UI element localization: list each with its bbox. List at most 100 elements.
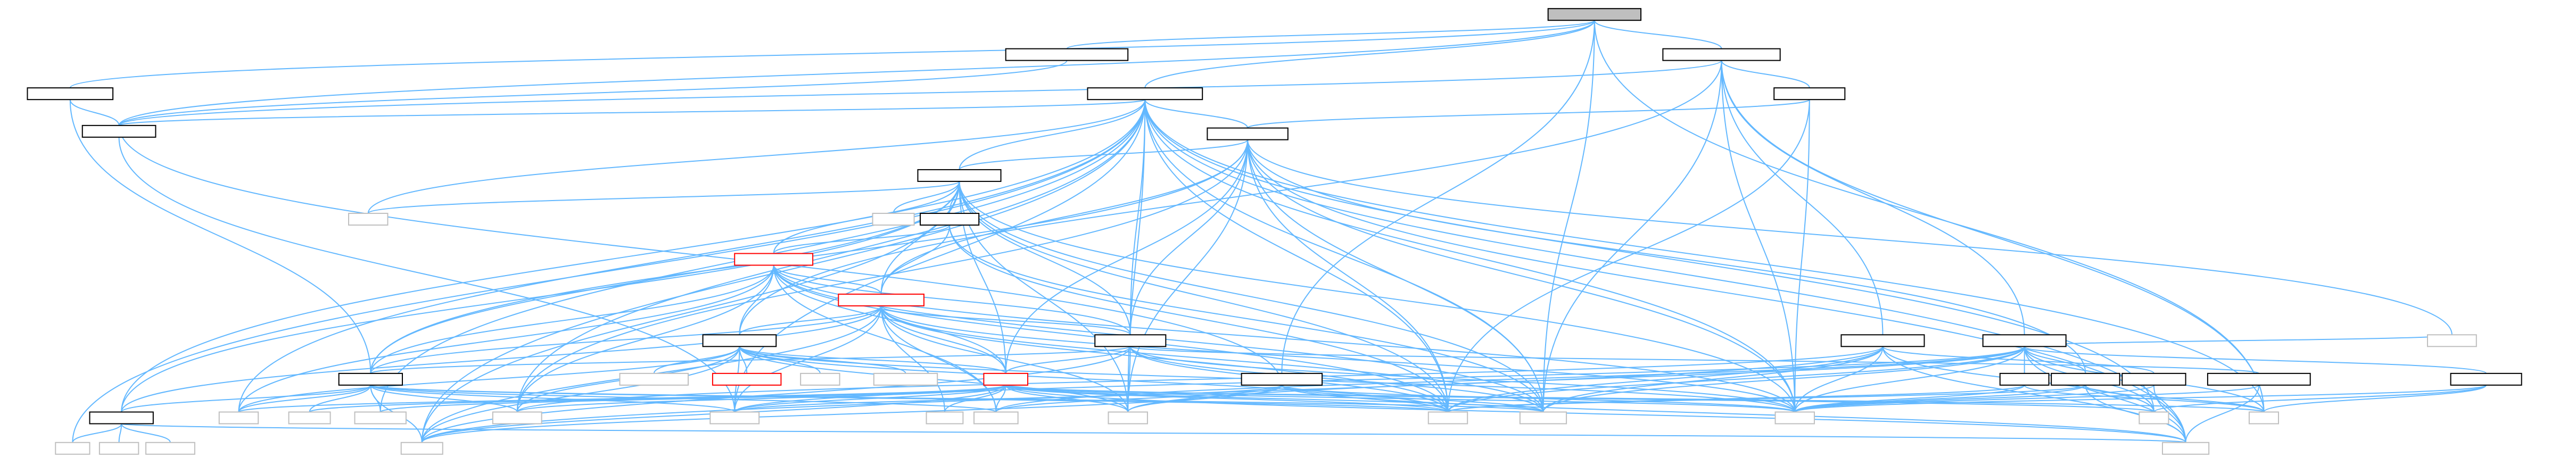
header-node-box [2426, 334, 2477, 347]
header-node [492, 411, 542, 425]
header-node-box [2248, 411, 2280, 425]
dependency-edge [69, 99, 120, 126]
header-node [2139, 411, 2169, 425]
header-node-box [2139, 411, 2169, 425]
dependency-edge [2153, 385, 2186, 443]
header-node[interactable] [1662, 48, 1781, 61]
header-node [709, 411, 760, 425]
header-node[interactable] [712, 372, 782, 386]
dependency-edge [1447, 384, 2086, 413]
dependency-edge [1794, 384, 2025, 413]
header-node[interactable] [1773, 87, 1846, 101]
dependency-edge [1721, 60, 1884, 335]
header-node[interactable] [1087, 87, 1203, 101]
dependency-edge [880, 225, 951, 294]
header-node[interactable] [1982, 334, 2067, 347]
header-node[interactable] [1840, 334, 1925, 347]
header-node[interactable] [920, 213, 980, 226]
header-node[interactable] [89, 411, 154, 425]
dependency-edge [370, 385, 518, 412]
header-node [348, 213, 389, 226]
header-node [2426, 334, 2477, 347]
header-node[interactable] [27, 87, 114, 101]
header-node-box [218, 411, 259, 425]
dependency-edge [1144, 99, 1796, 412]
dependency-edge [959, 181, 1544, 412]
header-node-box [1241, 372, 1323, 386]
header-node[interactable] [702, 334, 777, 347]
dependency-edge [1721, 60, 1810, 88]
dependency-edge [516, 384, 1006, 413]
header-node[interactable] [734, 253, 814, 266]
dependency-edge [1005, 346, 1131, 374]
dependency-edge [370, 346, 1131, 374]
header-node [872, 213, 915, 226]
header-node-box [1094, 334, 1167, 347]
header-node-box [1982, 334, 2067, 347]
dependency-edge [2085, 385, 2265, 412]
dependency-edge [1542, 346, 2025, 412]
header-node[interactable] [1241, 372, 1323, 386]
header-node-box [81, 124, 156, 138]
dependency-edge [516, 346, 1884, 413]
header-node-box [709, 411, 760, 425]
header-node-box [354, 411, 407, 425]
header-node [218, 411, 259, 425]
header-node[interactable] [2051, 372, 2120, 386]
dependency-edge [880, 305, 1006, 373]
dependency-edge [880, 139, 1249, 294]
dependency-edge [1127, 99, 1146, 412]
dependency-edge [72, 423, 122, 443]
header-node-box [338, 372, 403, 386]
dependency-edge [421, 99, 1146, 443]
header-node-box [1547, 8, 1642, 21]
header-node[interactable] [917, 169, 1002, 182]
header-node[interactable] [1094, 334, 1167, 347]
dependency-edge [118, 60, 1068, 126]
header-node[interactable] [2121, 372, 2186, 386]
header-node-box [838, 293, 924, 306]
header-node[interactable] [2450, 372, 2522, 386]
dependency-edge [1005, 139, 1249, 373]
header-node [1774, 411, 1815, 425]
dependency-edge [1144, 99, 2265, 412]
dependency-edge [1542, 346, 1884, 412]
header-node[interactable] [1547, 8, 1642, 21]
header-nodes [27, 8, 2522, 455]
header-node-box [1207, 127, 1289, 140]
header-node[interactable] [838, 293, 924, 306]
dependency-edge [880, 305, 1796, 412]
header-node[interactable] [2207, 372, 2311, 386]
header-node-box [973, 411, 1019, 425]
dependency-edge [2153, 384, 2487, 413]
header-node[interactable] [338, 372, 403, 386]
dependency-edge [118, 137, 736, 412]
dependency-edge [1281, 385, 2186, 443]
header-node-box [702, 334, 777, 347]
dependency-edge [893, 181, 960, 214]
header-node-box [89, 411, 154, 425]
dependency-edge [1129, 346, 1544, 412]
dependency-edge [238, 265, 774, 412]
dependency-edge [421, 346, 740, 443]
header-node-box [2051, 372, 2120, 386]
dependency-edge [118, 423, 122, 443]
dependency-edge [739, 265, 774, 335]
dependency-edge [773, 265, 882, 295]
dependency-edge [1247, 139, 2453, 335]
header-node-box [2207, 372, 2311, 386]
header-node[interactable] [1999, 372, 2050, 386]
dependency-edge [1144, 99, 1249, 128]
header-node[interactable] [1207, 127, 1289, 140]
dependency-edge [2024, 334, 2453, 347]
header-node [926, 411, 964, 425]
dependency-edge [1129, 139, 1249, 335]
dependency-edge [1005, 384, 2265, 413]
dependency-edge [309, 384, 1006, 413]
header-node[interactable] [983, 372, 1029, 386]
header-node [2161, 442, 2210, 455]
dependency-edge [421, 346, 1131, 443]
header-node [145, 442, 195, 455]
header-node[interactable] [81, 124, 156, 138]
header-node[interactable] [1005, 48, 1129, 61]
